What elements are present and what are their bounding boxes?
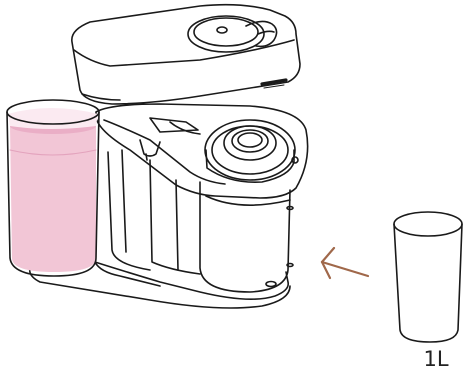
volume-label: 1L (414, 349, 458, 370)
capsule-holder (96, 104, 308, 198)
glass-with-liquid (7, 100, 99, 276)
empty-container (394, 212, 462, 342)
machine-lid (72, 5, 300, 104)
left-arrow-icon (322, 248, 368, 278)
